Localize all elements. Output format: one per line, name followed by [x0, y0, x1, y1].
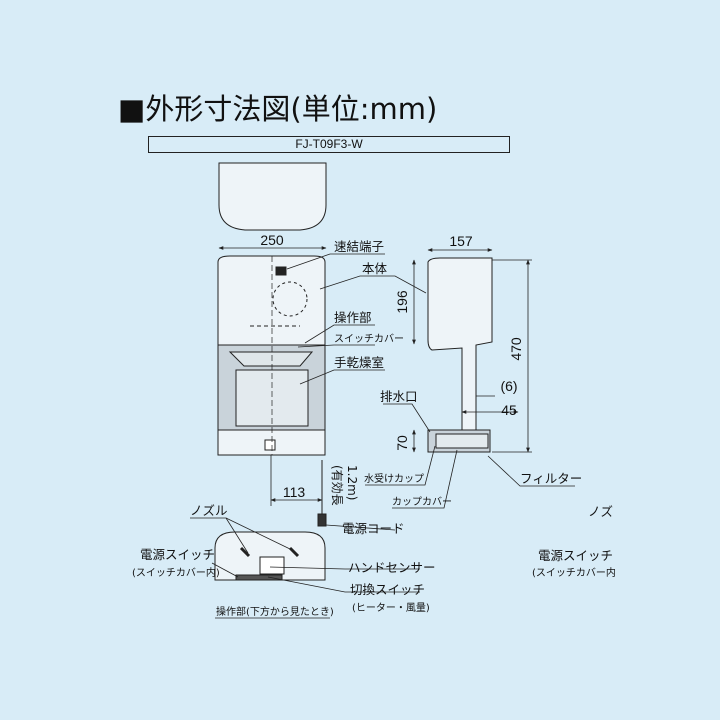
dim-height-upper: 196 [394, 290, 410, 314]
power-cord [317, 460, 327, 527]
page-title: ■外形寸法図(単位:mm) [118, 92, 438, 126]
label-power-switch-clipped: 電源スイッチ [538, 548, 613, 563]
dimension-lines [218, 246, 532, 506]
leader-lines [190, 253, 575, 619]
label-filter: フィルター [520, 471, 582, 486]
label-control-view-caption: 操作部(下方から見たとき) [216, 605, 334, 618]
dim-depth-side: 157 [449, 233, 473, 249]
model-number: FJ-T09F3-W [148, 136, 510, 153]
label-hand-sensor: ハンドセンサー [348, 560, 436, 575]
label-power-switch-note: (スイッチカバー内) [132, 566, 220, 579]
dim-depth-lower: 45 [501, 402, 517, 418]
dim-cord-offset: 113 [283, 484, 306, 500]
label-nozzle-clipped: ノズ [588, 504, 613, 519]
label-drain-port: 排水口 [380, 389, 418, 404]
label-quick-terminal: 速結端子 [334, 239, 384, 254]
label-main-body: 本体 [362, 261, 388, 276]
top-view [218, 162, 327, 231]
label-power-cord: 電源コード [342, 521, 405, 536]
part-labels: 速結端子 本体 操作部 スイッチカバー 手乾燥室 排水口 水受けカップ カップカ… [132, 239, 616, 618]
dim-width-front: 250 [260, 232, 284, 248]
label-control-unit: 操作部 [334, 310, 372, 325]
dim-cord-length-1: (有効長 [330, 465, 345, 506]
label-drying-chamber: 手乾燥室 [334, 355, 384, 370]
label-water-cup: 水受けカップ [364, 473, 424, 485]
dim-cup-height: 70 [394, 435, 410, 451]
side-view [427, 257, 493, 453]
dim-height-total: 470 [508, 337, 524, 361]
dimension-texts: 250 157 196 470 (6) 45 70 113 (有効長 1.2m) [260, 232, 524, 506]
label-cup-cover: カップカバー [392, 496, 452, 508]
label-toggle-switch-note: (ヒーター・風量) [352, 602, 430, 614]
front-view [217, 255, 326, 456]
label-switch-cover: スイッチカバー [334, 333, 404, 345]
label-toggle-switch: 切換スイッチ [350, 582, 425, 597]
label-nozzle: ノズル [190, 503, 228, 518]
label-power-switch: 電源スイッチ [140, 547, 215, 562]
label-power-switch-note-clipped: (スイッチカバー内 [532, 566, 616, 579]
dim-gap: (6) [500, 378, 517, 394]
dim-cord-length-2: 1.2m) [345, 465, 359, 500]
